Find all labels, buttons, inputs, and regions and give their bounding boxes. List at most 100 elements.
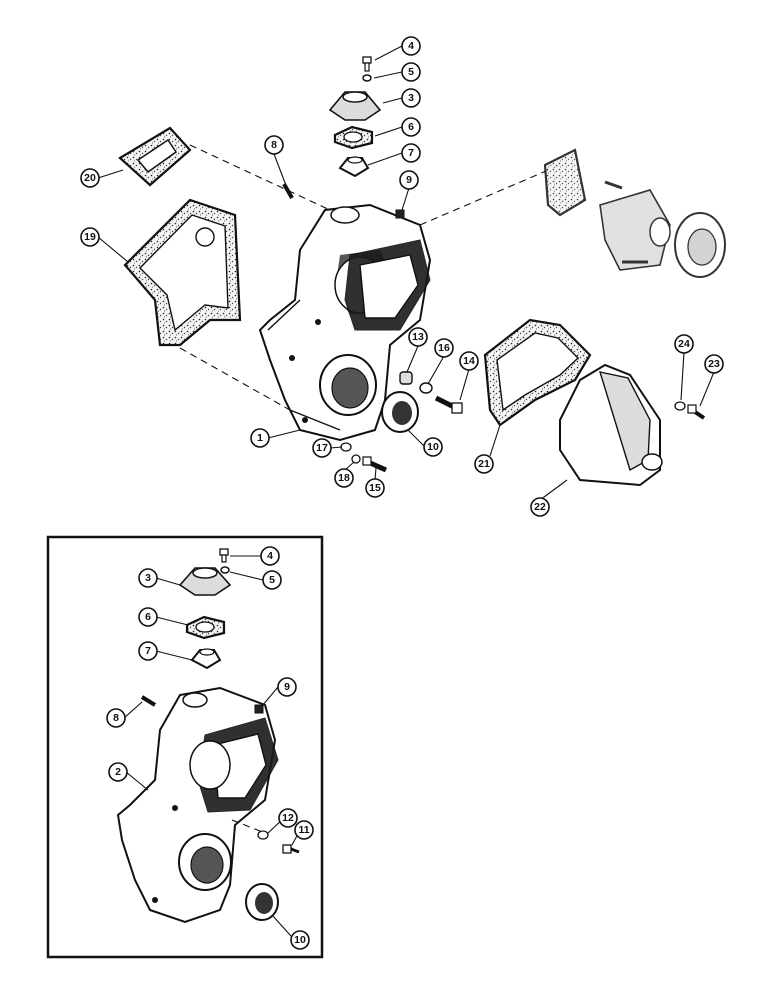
alignment-lines <box>179 144 561 411</box>
callout-number: 20 <box>84 172 96 184</box>
callout-circle <box>365 478 385 498</box>
callout-number: 12 <box>282 812 294 824</box>
callout-number: 21 <box>478 458 490 470</box>
callout-number: 5 <box>408 66 414 78</box>
callout-circle <box>459 351 479 371</box>
callout-circle <box>334 468 354 488</box>
callout-c1: 1 <box>250 428 270 448</box>
callout-i9: 9 <box>277 677 297 697</box>
callout-number: 11 <box>298 824 309 836</box>
inset-washer-12 <box>257 830 269 840</box>
gasket-20 <box>118 126 192 187</box>
callout-circle <box>399 170 419 190</box>
callout-number: 6 <box>408 121 414 133</box>
callout-circle <box>80 227 100 247</box>
plug-9 <box>395 209 405 219</box>
inset-gasket-6 <box>185 615 226 640</box>
washer-17 <box>340 442 352 452</box>
callout-circle <box>312 438 332 458</box>
callout-circle <box>138 641 158 661</box>
callout-i2: 2 <box>108 762 128 782</box>
inset-housing <box>116 686 279 924</box>
callout-circle <box>262 570 282 590</box>
callout-i3: 3 <box>138 568 158 588</box>
callout-circle <box>260 546 280 566</box>
inset-dowel-8 <box>140 695 157 707</box>
bolt-14 <box>434 395 463 414</box>
callout-circle <box>530 497 550 517</box>
inset-frame <box>46 535 324 959</box>
callout-i5: 5 <box>262 570 282 590</box>
callout-number: 4 <box>267 550 273 562</box>
callout-number: 3 <box>145 572 151 584</box>
callout-circle <box>80 168 100 188</box>
callout-c6: 6 <box>401 117 421 137</box>
washer-5 <box>362 74 372 82</box>
washer-16 <box>419 382 433 394</box>
water-pump-cover-22 <box>559 363 663 487</box>
timing-cover-housing <box>258 203 432 442</box>
callout-c13: 13 <box>408 327 428 347</box>
callout-circle <box>434 338 454 358</box>
leader-lines-inset <box>123 555 301 937</box>
callout-circle <box>401 62 421 82</box>
callout-c9: 9 <box>399 170 419 190</box>
callout-circle <box>474 454 494 474</box>
callout-circle <box>401 36 421 56</box>
callout-c15: 15 <box>365 478 385 498</box>
inset-thermostat-7 <box>190 648 222 670</box>
callout-number: 8 <box>271 139 277 151</box>
callout-number: 24 <box>678 338 690 350</box>
callout-number: 17 <box>316 442 328 454</box>
washer-24 <box>674 401 686 411</box>
callout-circle <box>408 327 428 347</box>
gasket-6 <box>333 125 374 150</box>
callout-number: 9 <box>284 681 290 693</box>
callout-circle <box>401 88 421 108</box>
callout-number: 2 <box>115 766 121 778</box>
callout-number: 9 <box>406 174 412 186</box>
callout-c19: 19 <box>80 227 100 247</box>
inset-seal-10 <box>245 883 279 921</box>
callout-c21: 21 <box>474 454 494 474</box>
callout-i7: 7 <box>138 641 158 661</box>
callout-c4: 4 <box>401 36 421 56</box>
callout-c8: 8 <box>264 135 284 155</box>
callout-number: 16 <box>438 342 450 354</box>
callout-circle <box>401 117 421 137</box>
callout-circle <box>264 135 284 155</box>
callout-circle <box>704 354 724 374</box>
callout-number: 7 <box>408 147 414 159</box>
thermostat-housing-3 <box>328 91 382 121</box>
callout-number: 14 <box>463 355 475 367</box>
gasket-21 <box>483 318 592 427</box>
callout-number: 5 <box>269 574 275 586</box>
bolt-15 <box>362 456 388 473</box>
callout-number: 3 <box>408 92 414 104</box>
callout-circle <box>106 708 126 728</box>
callout-i6: 6 <box>138 607 158 627</box>
bolt-4 <box>362 56 372 72</box>
callout-c3: 3 <box>401 88 421 108</box>
inset-bolt-11 <box>282 844 300 854</box>
inset-washer-5 <box>220 566 230 574</box>
callout-circle <box>138 607 158 627</box>
callout-circle <box>108 762 128 782</box>
callout-i11: 11 <box>294 820 314 840</box>
seal-10 <box>381 391 419 433</box>
callout-c10: 10 <box>423 437 443 457</box>
callout-number: 7 <box>145 645 151 657</box>
callout-number: 10 <box>427 441 439 453</box>
dowel-8 <box>282 183 294 199</box>
inset-plug-9 <box>254 704 264 714</box>
callout-labels: 1345678910131415161718192021222324234567… <box>80 36 724 950</box>
callout-circle <box>250 428 270 448</box>
callout-circle <box>290 930 310 950</box>
callout-number: 23 <box>708 358 720 370</box>
callout-c20: 20 <box>80 168 100 188</box>
callout-i12: 12 <box>278 808 298 828</box>
callout-number: 8 <box>113 712 119 724</box>
callout-number: 19 <box>84 231 96 243</box>
callout-number: 22 <box>534 501 546 513</box>
callout-circle <box>674 334 694 354</box>
